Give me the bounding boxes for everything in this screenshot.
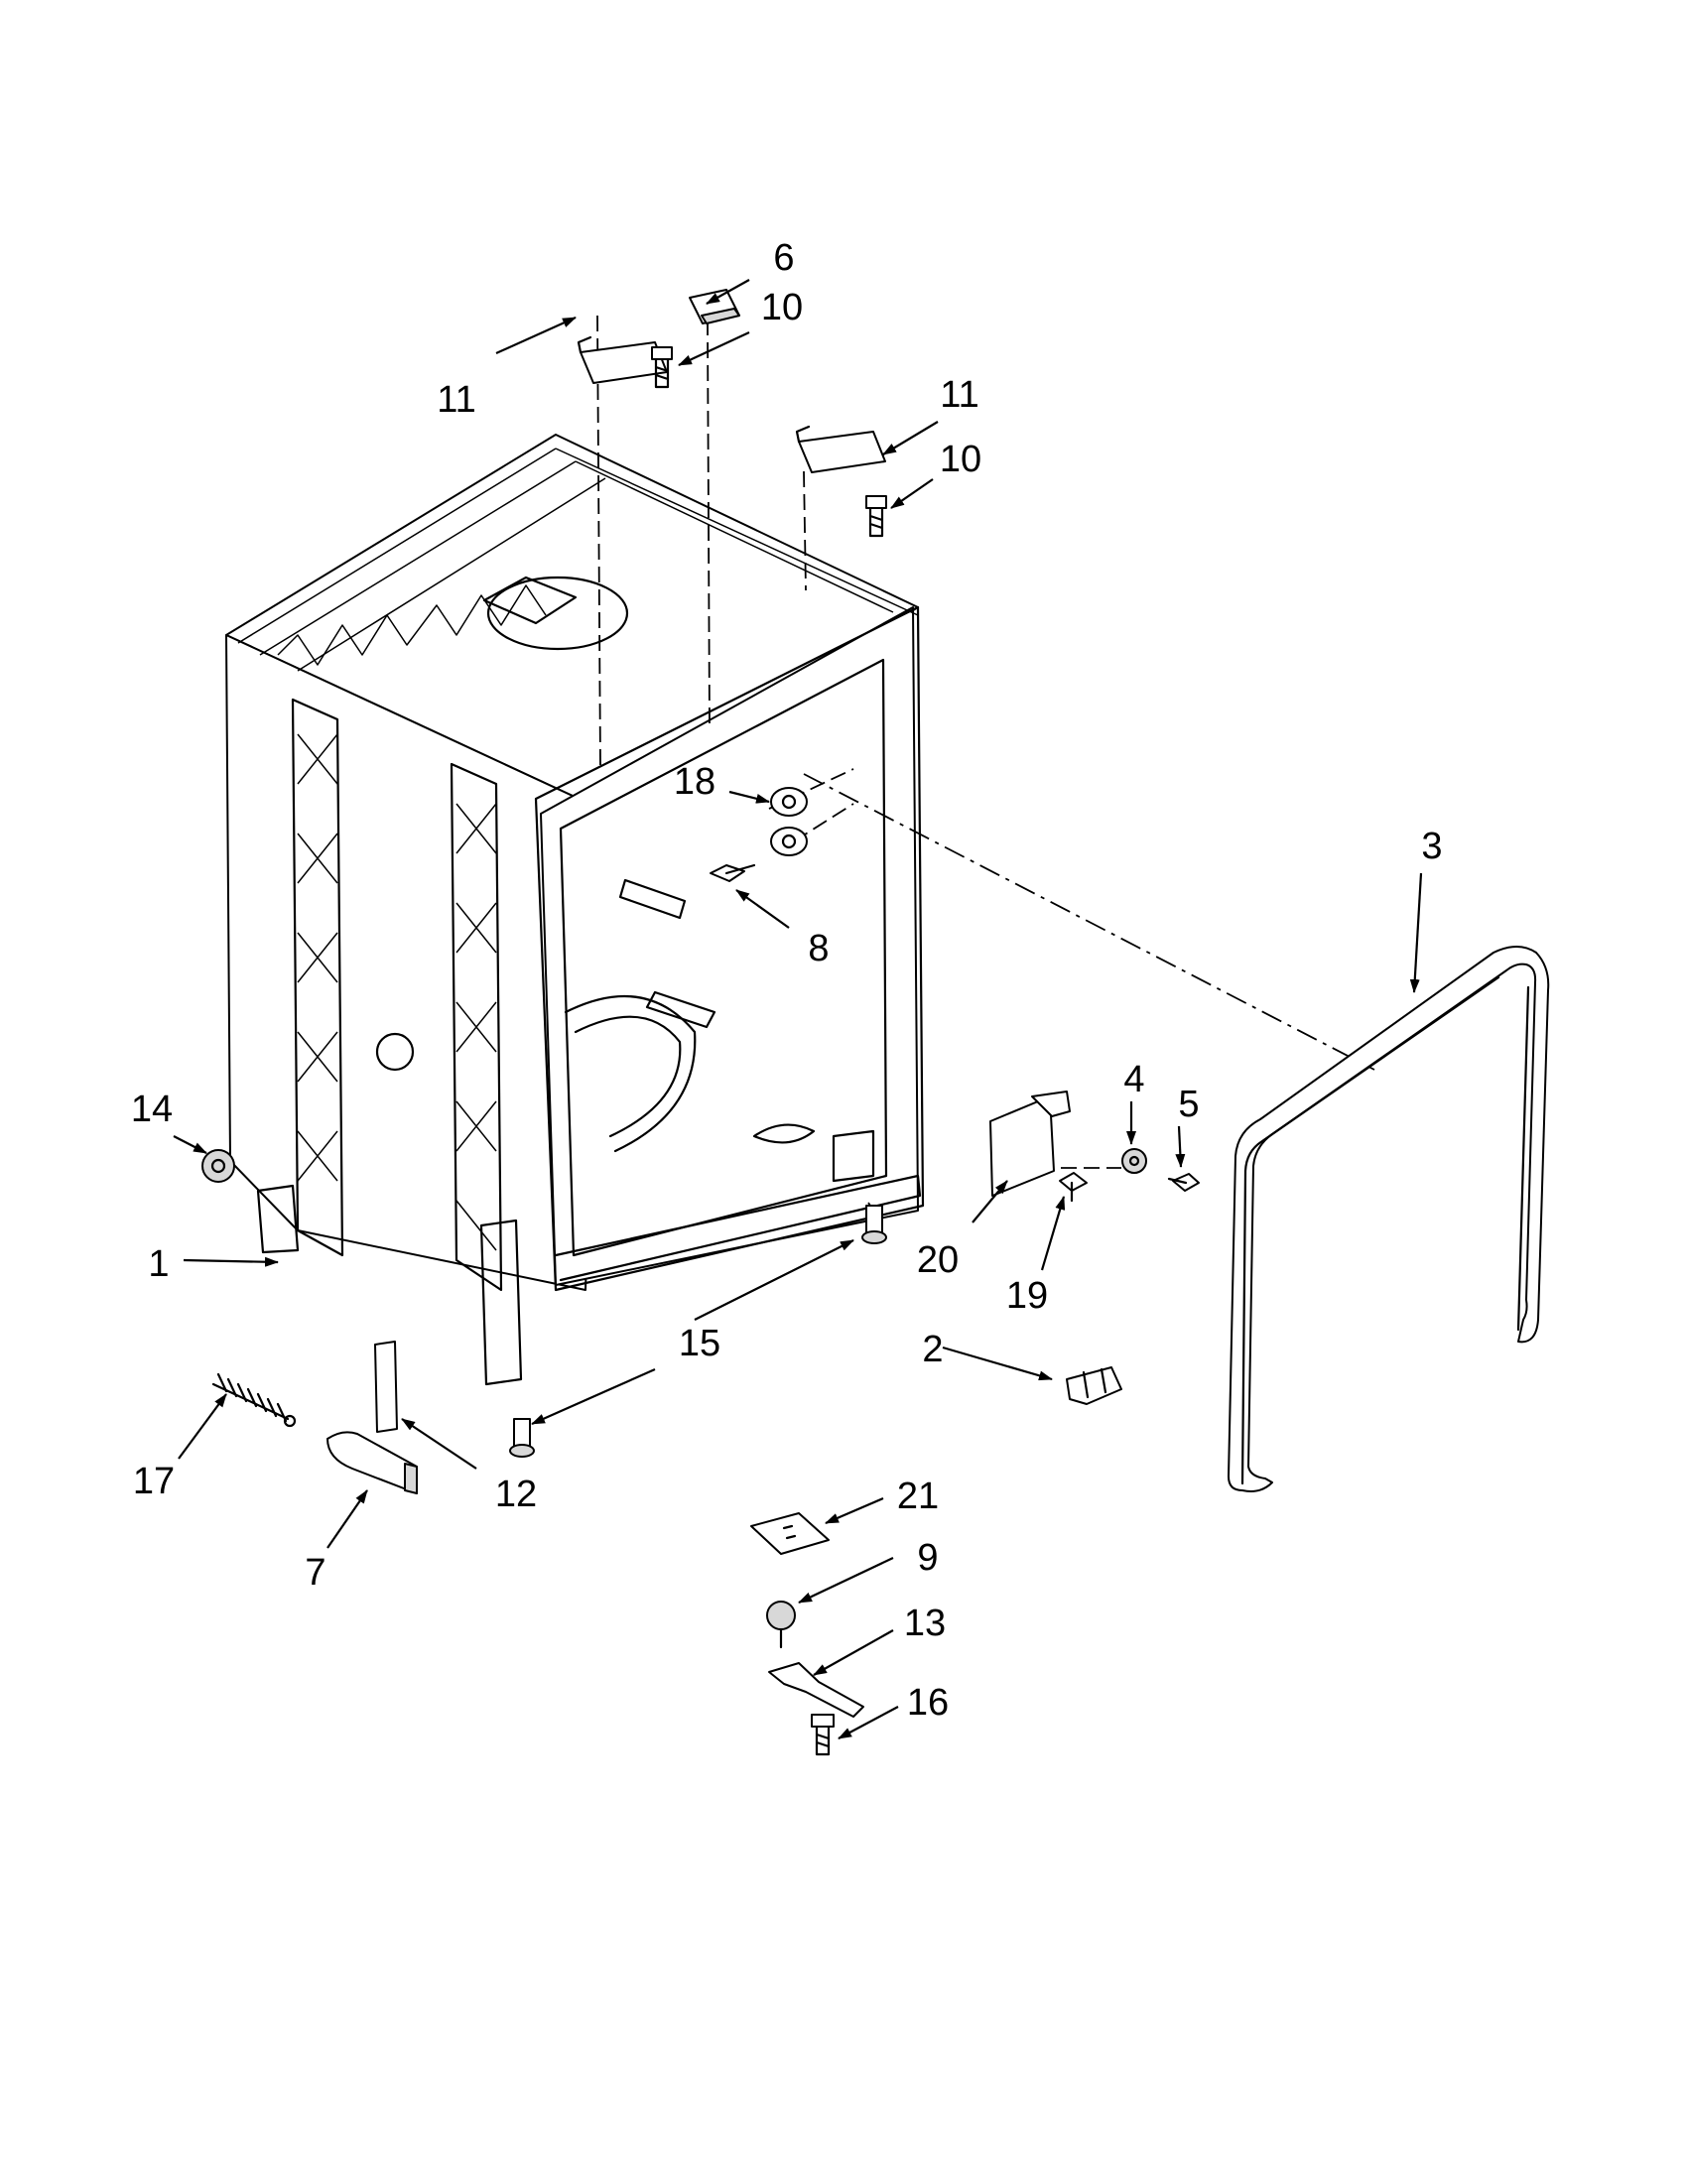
tub-assembly bbox=[225, 434, 925, 1386]
callout-21: 21 bbox=[897, 1476, 939, 1517]
part-2 bbox=[1066, 1366, 1122, 1405]
callout-labels: 6 10 11 11 10 18 8 3 4 5 14 20 19 1 15 2… bbox=[131, 237, 1443, 1724]
part-15-foot-right bbox=[861, 1205, 887, 1244]
part-20 bbox=[989, 1091, 1071, 1197]
part-9 bbox=[766, 1601, 796, 1649]
callout-11-left: 11 bbox=[437, 379, 475, 421]
callout-9: 9 bbox=[917, 1537, 938, 1579]
screw-19 bbox=[1059, 1172, 1088, 1203]
screw-8 bbox=[710, 863, 756, 882]
part-6 bbox=[689, 289, 740, 324]
callout-2: 2 bbox=[922, 1329, 943, 1370]
part-13 bbox=[768, 1662, 864, 1718]
part-4 bbox=[1121, 1148, 1147, 1174]
left-truss-front bbox=[291, 698, 503, 1292]
callout-8: 8 bbox=[808, 928, 829, 969]
callout-16: 16 bbox=[907, 1682, 949, 1724]
callout-11-right: 11 bbox=[940, 374, 978, 416]
callout-13: 13 bbox=[904, 1603, 946, 1644]
screw-10-left bbox=[651, 346, 673, 389]
callout-18: 18 bbox=[674, 761, 715, 803]
screw-5 bbox=[1167, 1173, 1200, 1192]
leader-lines bbox=[173, 279, 1423, 1739]
callout-10-top: 10 bbox=[761, 287, 803, 328]
part-12 bbox=[374, 1341, 398, 1433]
screw-10-right bbox=[865, 495, 887, 538]
part-7 bbox=[326, 1431, 418, 1494]
callout-1: 1 bbox=[148, 1243, 169, 1285]
part-18 bbox=[770, 787, 808, 856]
callout-3: 3 bbox=[1421, 826, 1442, 867]
callout-12: 12 bbox=[495, 1474, 537, 1515]
callout-14: 14 bbox=[131, 1089, 173, 1130]
part-15-foot-left bbox=[509, 1418, 535, 1458]
part-21 bbox=[750, 1512, 830, 1555]
callout-17: 17 bbox=[133, 1461, 175, 1502]
part-11-right bbox=[795, 425, 886, 473]
part-14 bbox=[201, 1149, 235, 1183]
part-17-spring bbox=[211, 1372, 297, 1428]
callout-5: 5 bbox=[1178, 1084, 1199, 1125]
callout-10-right: 10 bbox=[940, 439, 981, 480]
callout-15: 15 bbox=[679, 1323, 720, 1364]
door-gasket bbox=[1228, 946, 1550, 1492]
callout-19: 19 bbox=[1006, 1275, 1048, 1317]
callout-6: 6 bbox=[773, 237, 794, 279]
callout-7: 7 bbox=[305, 1552, 325, 1594]
callout-20: 20 bbox=[917, 1239, 959, 1281]
screw-16 bbox=[811, 1714, 835, 1756]
callout-4: 4 bbox=[1123, 1059, 1144, 1100]
